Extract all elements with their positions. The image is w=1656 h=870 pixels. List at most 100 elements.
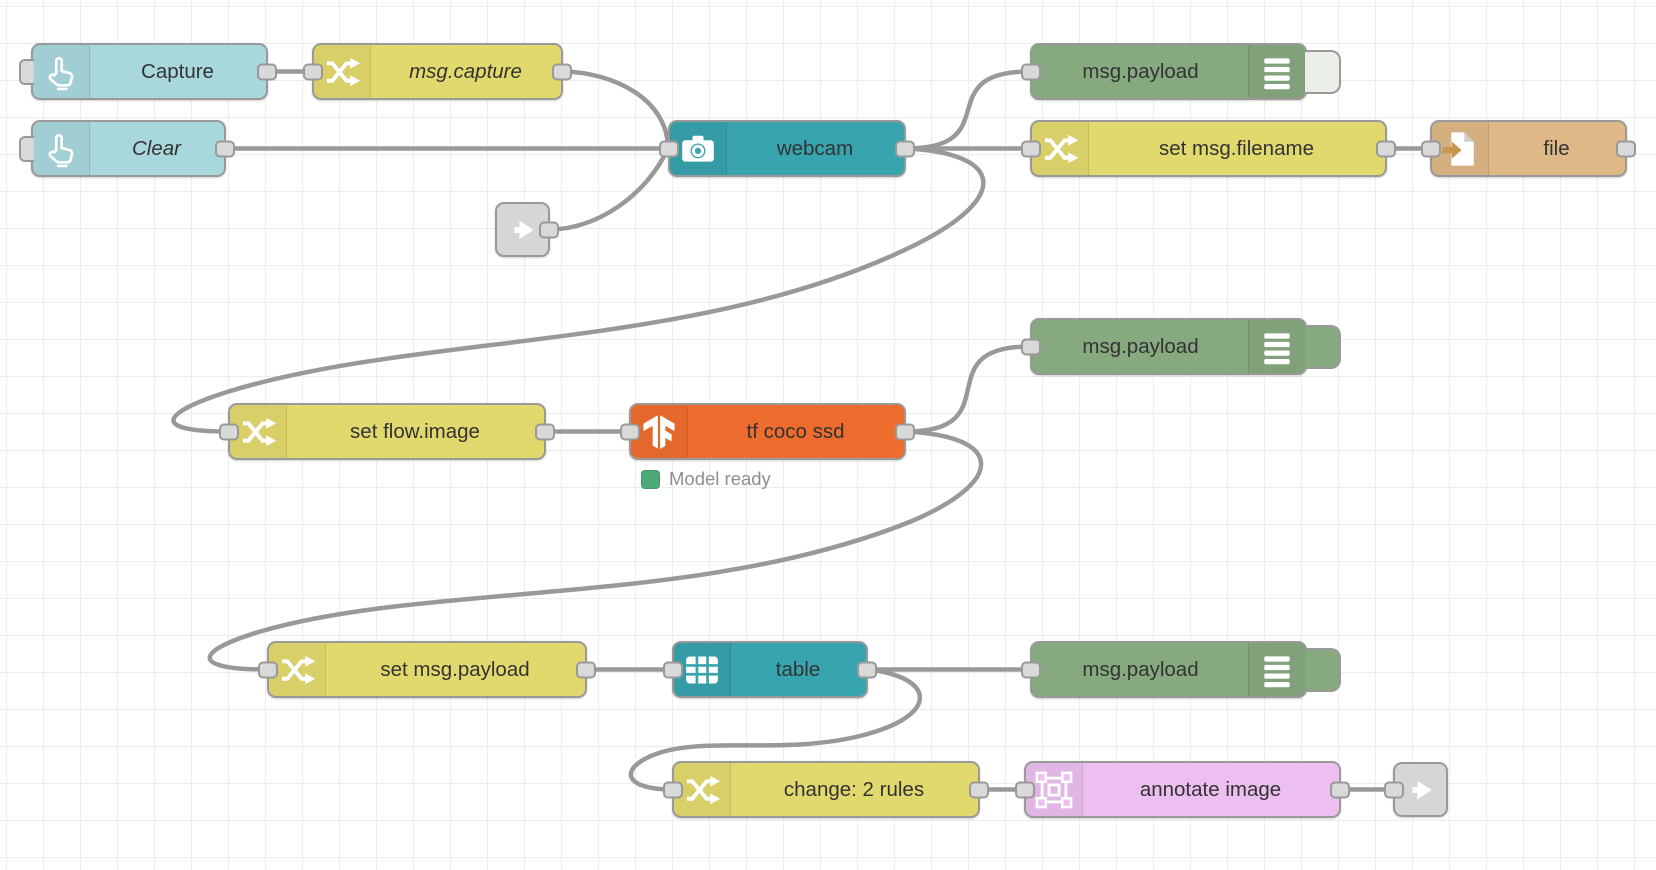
debug-list-icon <box>1264 332 1290 364</box>
node-set-msg-payload[interactable]: set msg.payload <box>258 641 596 698</box>
node-label: change: 2 rules <box>783 777 925 801</box>
shuffle-icon <box>1044 134 1079 163</box>
node-change-2-rules[interactable]: change: 2 rules <box>663 761 989 818</box>
node-port-input[interactable] <box>663 661 683 678</box>
wire[interactable] <box>171 146 986 434</box>
wire[interactable] <box>547 146 671 232</box>
node-label: set flow.image <box>350 419 480 443</box>
node-debug-top[interactable]: msg.payload <box>1021 43 1341 100</box>
wire[interactable] <box>628 667 923 792</box>
node-port-input[interactable] <box>1021 338 1041 355</box>
node-port-input[interactable] <box>303 63 323 80</box>
node-port-input[interactable] <box>258 661 278 678</box>
wire[interactable] <box>903 344 1033 434</box>
node-port-output[interactable] <box>215 140 235 157</box>
node-label: set msg.filename <box>1159 136 1314 160</box>
node-icon-region <box>631 405 688 458</box>
node-status: Model ready <box>641 468 771 490</box>
node-port-output[interactable] <box>857 661 877 678</box>
node-label: msg.payload <box>1082 657 1199 681</box>
node-port-output[interactable] <box>1376 140 1396 157</box>
node-port-output[interactable] <box>895 423 915 440</box>
node-port-output[interactable] <box>257 63 277 80</box>
node-label: Clear <box>132 136 181 160</box>
node-port-output[interactable] <box>576 661 596 678</box>
node-port-input[interactable] <box>659 140 679 157</box>
inject-trigger-button[interactable] <box>19 58 34 85</box>
node-debug-mid[interactable]: msg.payload <box>1021 318 1341 375</box>
debug-list-icon <box>1264 655 1290 687</box>
node-port-output[interactable] <box>539 221 559 238</box>
debug-toggle-button[interactable] <box>1305 647 1341 692</box>
node-label: webcam <box>776 136 854 160</box>
node-icon-region <box>1032 122 1089 175</box>
table-grid-icon <box>686 656 718 683</box>
tensorflow-icon <box>643 414 675 449</box>
hand-press-icon <box>48 56 74 90</box>
node-label: tf coco ssd <box>746 419 845 443</box>
debug-toggle-button[interactable] <box>1305 324 1341 369</box>
node-clear[interactable]: Clear <box>19 120 235 177</box>
node-label: msg.payload <box>1082 59 1199 83</box>
node-debug-bot[interactable]: msg.payload <box>1021 641 1341 698</box>
node-port-input[interactable] <box>219 423 239 440</box>
node-icon-region <box>670 122 727 175</box>
node-table[interactable]: table <box>663 641 877 698</box>
node-icon-region <box>314 45 371 98</box>
node-link-out[interactable] <box>1384 762 1448 817</box>
node-set-filename[interactable]: set msg.filename <box>1021 120 1396 177</box>
node-port-input[interactable] <box>620 423 640 440</box>
node-webcam[interactable]: webcam <box>659 120 915 177</box>
node-port-output[interactable] <box>1330 781 1350 798</box>
node-icon-region <box>674 763 731 816</box>
node-port-output[interactable] <box>895 140 915 157</box>
node-port-input[interactable] <box>1021 661 1041 678</box>
link-out-icon <box>1403 780 1432 799</box>
node-label: annotate image <box>1139 777 1282 801</box>
wire[interactable] <box>560 69 671 151</box>
node-set-flow-image[interactable]: set flow.image <box>219 403 555 460</box>
node-port-input[interactable] <box>1015 781 1035 798</box>
node-port-input[interactable] <box>1021 63 1041 80</box>
node-port-input[interactable] <box>1021 140 1041 157</box>
annotate-selection-icon <box>1035 771 1073 808</box>
status-dot <box>641 469 660 489</box>
wire[interactable] <box>207 429 984 672</box>
node-capture[interactable]: Capture <box>19 43 277 100</box>
shuffle-icon <box>686 775 721 804</box>
node-label: table <box>775 657 821 681</box>
inject-trigger-button[interactable] <box>19 135 34 162</box>
node-port-output[interactable] <box>969 781 989 798</box>
node-port-input[interactable] <box>1421 140 1441 157</box>
node-icon-region <box>1248 643 1305 696</box>
node-label: set msg.payload <box>380 657 530 681</box>
node-port-output[interactable] <box>1616 140 1636 157</box>
shuffle-icon <box>242 417 277 446</box>
link-in-icon <box>505 220 534 239</box>
shuffle-icon <box>326 57 361 86</box>
node-link-in[interactable] <box>495 202 559 257</box>
wire[interactable] <box>903 69 1033 151</box>
node-icon-region <box>1248 45 1305 98</box>
node-icon-region <box>1026 763 1083 816</box>
camera-icon <box>682 135 714 162</box>
node-label: msg.capture <box>409 59 522 83</box>
node-icon-region <box>1432 122 1489 175</box>
debug-toggle-button[interactable] <box>1305 49 1341 94</box>
node-file[interactable]: file <box>1421 120 1636 177</box>
node-label: file <box>1543 136 1570 160</box>
node-port-input[interactable] <box>663 781 683 798</box>
node-icon-region <box>1248 320 1305 373</box>
node-icon-region <box>230 405 287 458</box>
node-port-input[interactable] <box>1384 781 1404 798</box>
file-arrow-icon <box>1442 131 1474 166</box>
node-msg-capture[interactable]: msg.capture <box>303 43 572 100</box>
node-port-output[interactable] <box>535 423 555 440</box>
hand-press-icon <box>48 133 74 167</box>
node-icon-region <box>33 45 90 98</box>
node-port-output[interactable] <box>552 63 572 80</box>
node-annotate-image[interactable]: annotate image <box>1015 761 1350 818</box>
